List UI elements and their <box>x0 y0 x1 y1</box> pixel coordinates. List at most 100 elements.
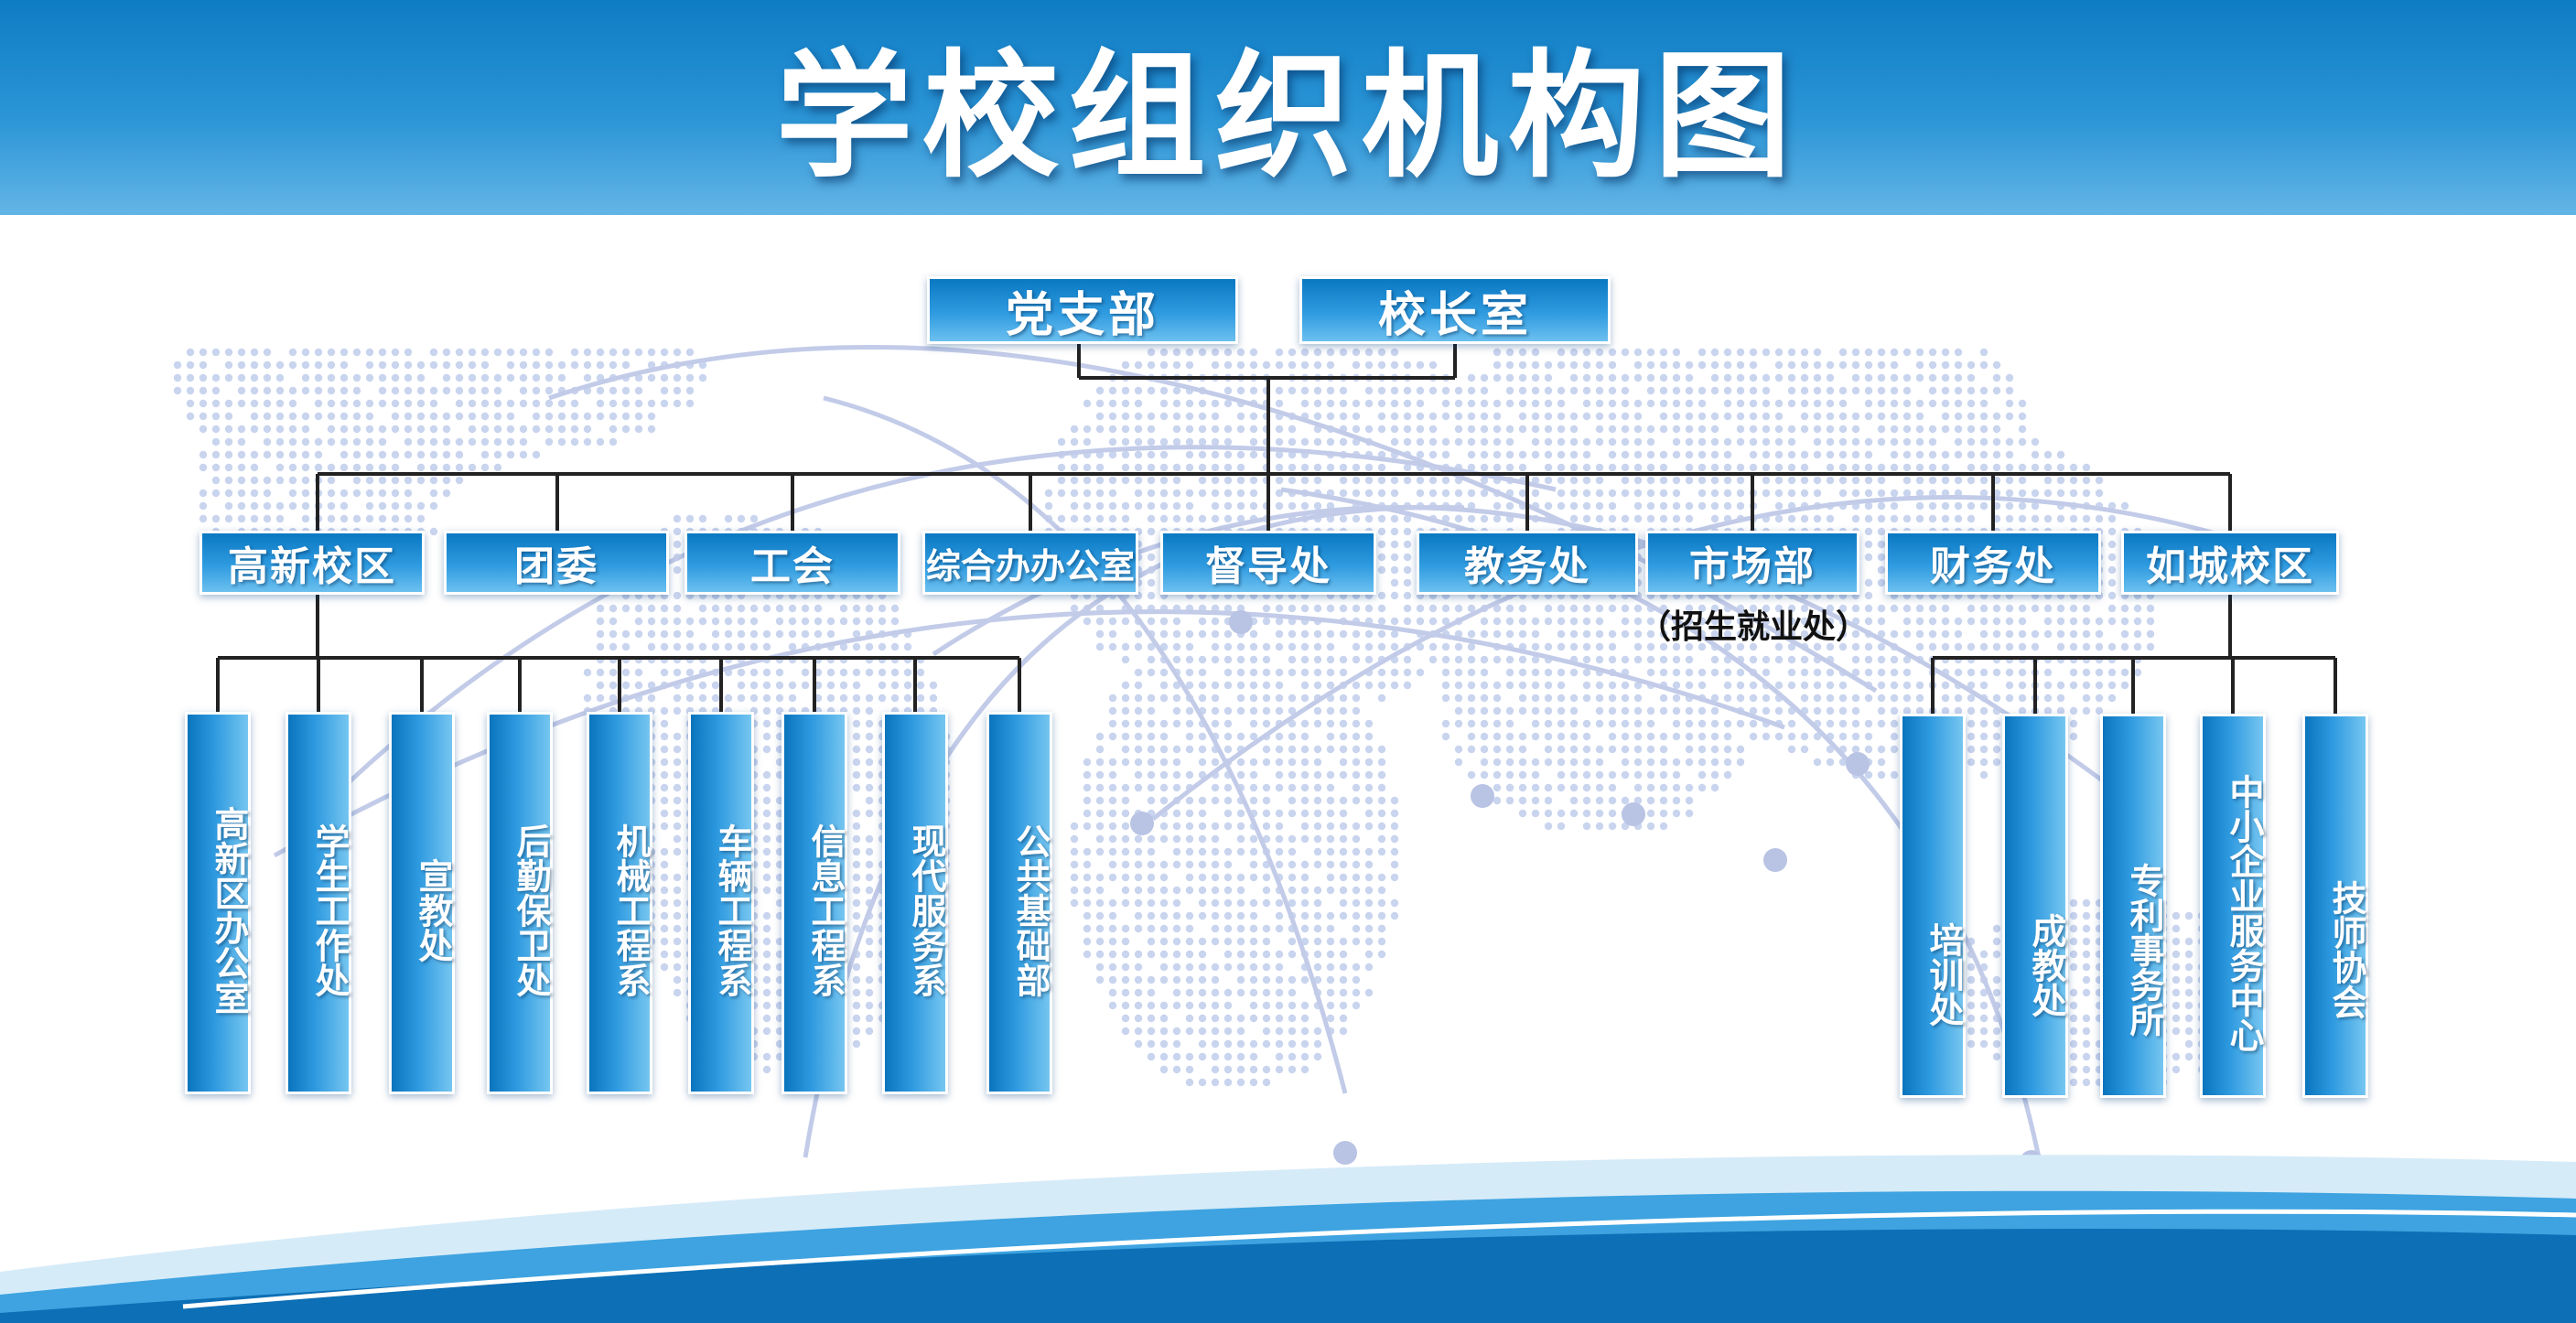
map-dot <box>378 425 387 434</box>
map-dot <box>1864 348 1873 357</box>
map-dot <box>301 373 310 382</box>
map-dot <box>1928 476 1937 485</box>
map-dot <box>1352 514 1361 523</box>
map-dot <box>1441 681 1450 690</box>
map-dot <box>1851 706 1860 715</box>
map-dot <box>1864 489 1873 498</box>
map-dot <box>1992 463 2001 472</box>
map-dot <box>1095 476 1105 485</box>
map-dot <box>1710 412 1719 421</box>
map-dot <box>2043 604 2053 613</box>
map-dot <box>1467 604 1476 613</box>
map-dot <box>660 386 669 395</box>
map-dot <box>2018 668 2027 677</box>
map-dot <box>1518 655 1527 664</box>
map-dot <box>1646 360 1655 370</box>
map-dot <box>1608 694 1617 703</box>
map-dot <box>2005 514 2014 523</box>
map-dot <box>1134 668 1143 677</box>
map-dot <box>1800 629 1809 639</box>
map-dot <box>1864 514 1873 523</box>
map-dot <box>1864 719 1873 728</box>
map-dot <box>1890 719 1899 728</box>
map-dot <box>2005 604 2014 613</box>
map-dot <box>1441 694 1450 703</box>
map-dot <box>1198 476 1207 485</box>
map-dot <box>416 501 426 511</box>
map-dot <box>1159 642 1169 651</box>
map-dot <box>1198 681 1207 690</box>
map-dot <box>378 437 387 446</box>
map-dot <box>1390 425 1399 434</box>
map-dot <box>1569 719 1579 728</box>
map-dot <box>1223 668 1233 677</box>
map-dot <box>1236 694 1245 703</box>
map-dot <box>2031 450 2040 459</box>
map-dot <box>1339 386 1348 395</box>
map-dot <box>288 360 297 370</box>
map-dot <box>506 450 515 459</box>
map-dot <box>596 360 605 370</box>
map-dot <box>340 501 349 511</box>
map-dot <box>1557 681 1566 690</box>
map-dot <box>852 629 861 639</box>
map-dot <box>2005 399 2014 408</box>
map-dot <box>1134 719 1143 728</box>
map-dot <box>1147 348 1156 357</box>
map-dot <box>544 399 554 408</box>
map-dot <box>314 463 323 472</box>
map-dot <box>1838 489 1848 498</box>
map-dot <box>1352 463 1361 472</box>
map-dot <box>1288 719 1297 728</box>
map-dot <box>1954 399 1963 408</box>
map-dot <box>1633 412 1643 421</box>
map-dot <box>1582 386 1591 395</box>
map-dot <box>1633 450 1643 459</box>
map-dot <box>1569 604 1579 613</box>
map-dot <box>1992 745 2001 754</box>
map-dot <box>1223 425 1233 434</box>
map-dot <box>327 514 336 523</box>
map-dot <box>1941 386 1950 395</box>
map-dot <box>1608 745 1617 754</box>
map-dot <box>1428 617 1438 626</box>
map-dot <box>2120 668 2129 677</box>
map-dot <box>1557 732 1566 741</box>
map-dot <box>2069 719 2078 728</box>
map-dot <box>609 617 618 626</box>
map-dot <box>1762 450 1771 459</box>
map-dot <box>1851 694 1860 703</box>
map-dot <box>1621 425 1630 434</box>
map-dot <box>1698 399 1707 408</box>
map-dot <box>1710 476 1719 485</box>
map-dot <box>1928 629 1937 639</box>
map-dot <box>1992 360 2001 370</box>
map-dot <box>186 412 195 421</box>
map-dot <box>929 694 938 703</box>
map-dot <box>1838 604 1848 613</box>
map-dot <box>1531 425 1540 434</box>
map-dot <box>1326 437 1335 446</box>
map-dot <box>186 386 195 395</box>
map-dot <box>609 348 618 357</box>
map-dot <box>1941 412 1950 421</box>
map-dot <box>1915 425 1924 434</box>
map-dot <box>1403 591 1412 600</box>
map-dot <box>1211 642 1220 651</box>
map-dot <box>1531 489 1540 498</box>
map-dot <box>1877 604 1886 613</box>
map-dot <box>211 373 221 382</box>
map-dot <box>1544 399 1553 408</box>
map-dot <box>2120 501 2129 511</box>
map-dot <box>698 642 707 651</box>
map-dot <box>1864 617 1873 626</box>
map-dot <box>1762 412 1771 421</box>
map-dot <box>365 514 374 523</box>
map-dot <box>1723 386 1732 395</box>
map-dot <box>839 681 848 690</box>
map-dot <box>250 489 259 498</box>
map-dot <box>391 412 400 421</box>
map-dot <box>1262 604 1271 613</box>
map-dot <box>1185 706 1194 715</box>
map-dot <box>2005 489 2014 498</box>
